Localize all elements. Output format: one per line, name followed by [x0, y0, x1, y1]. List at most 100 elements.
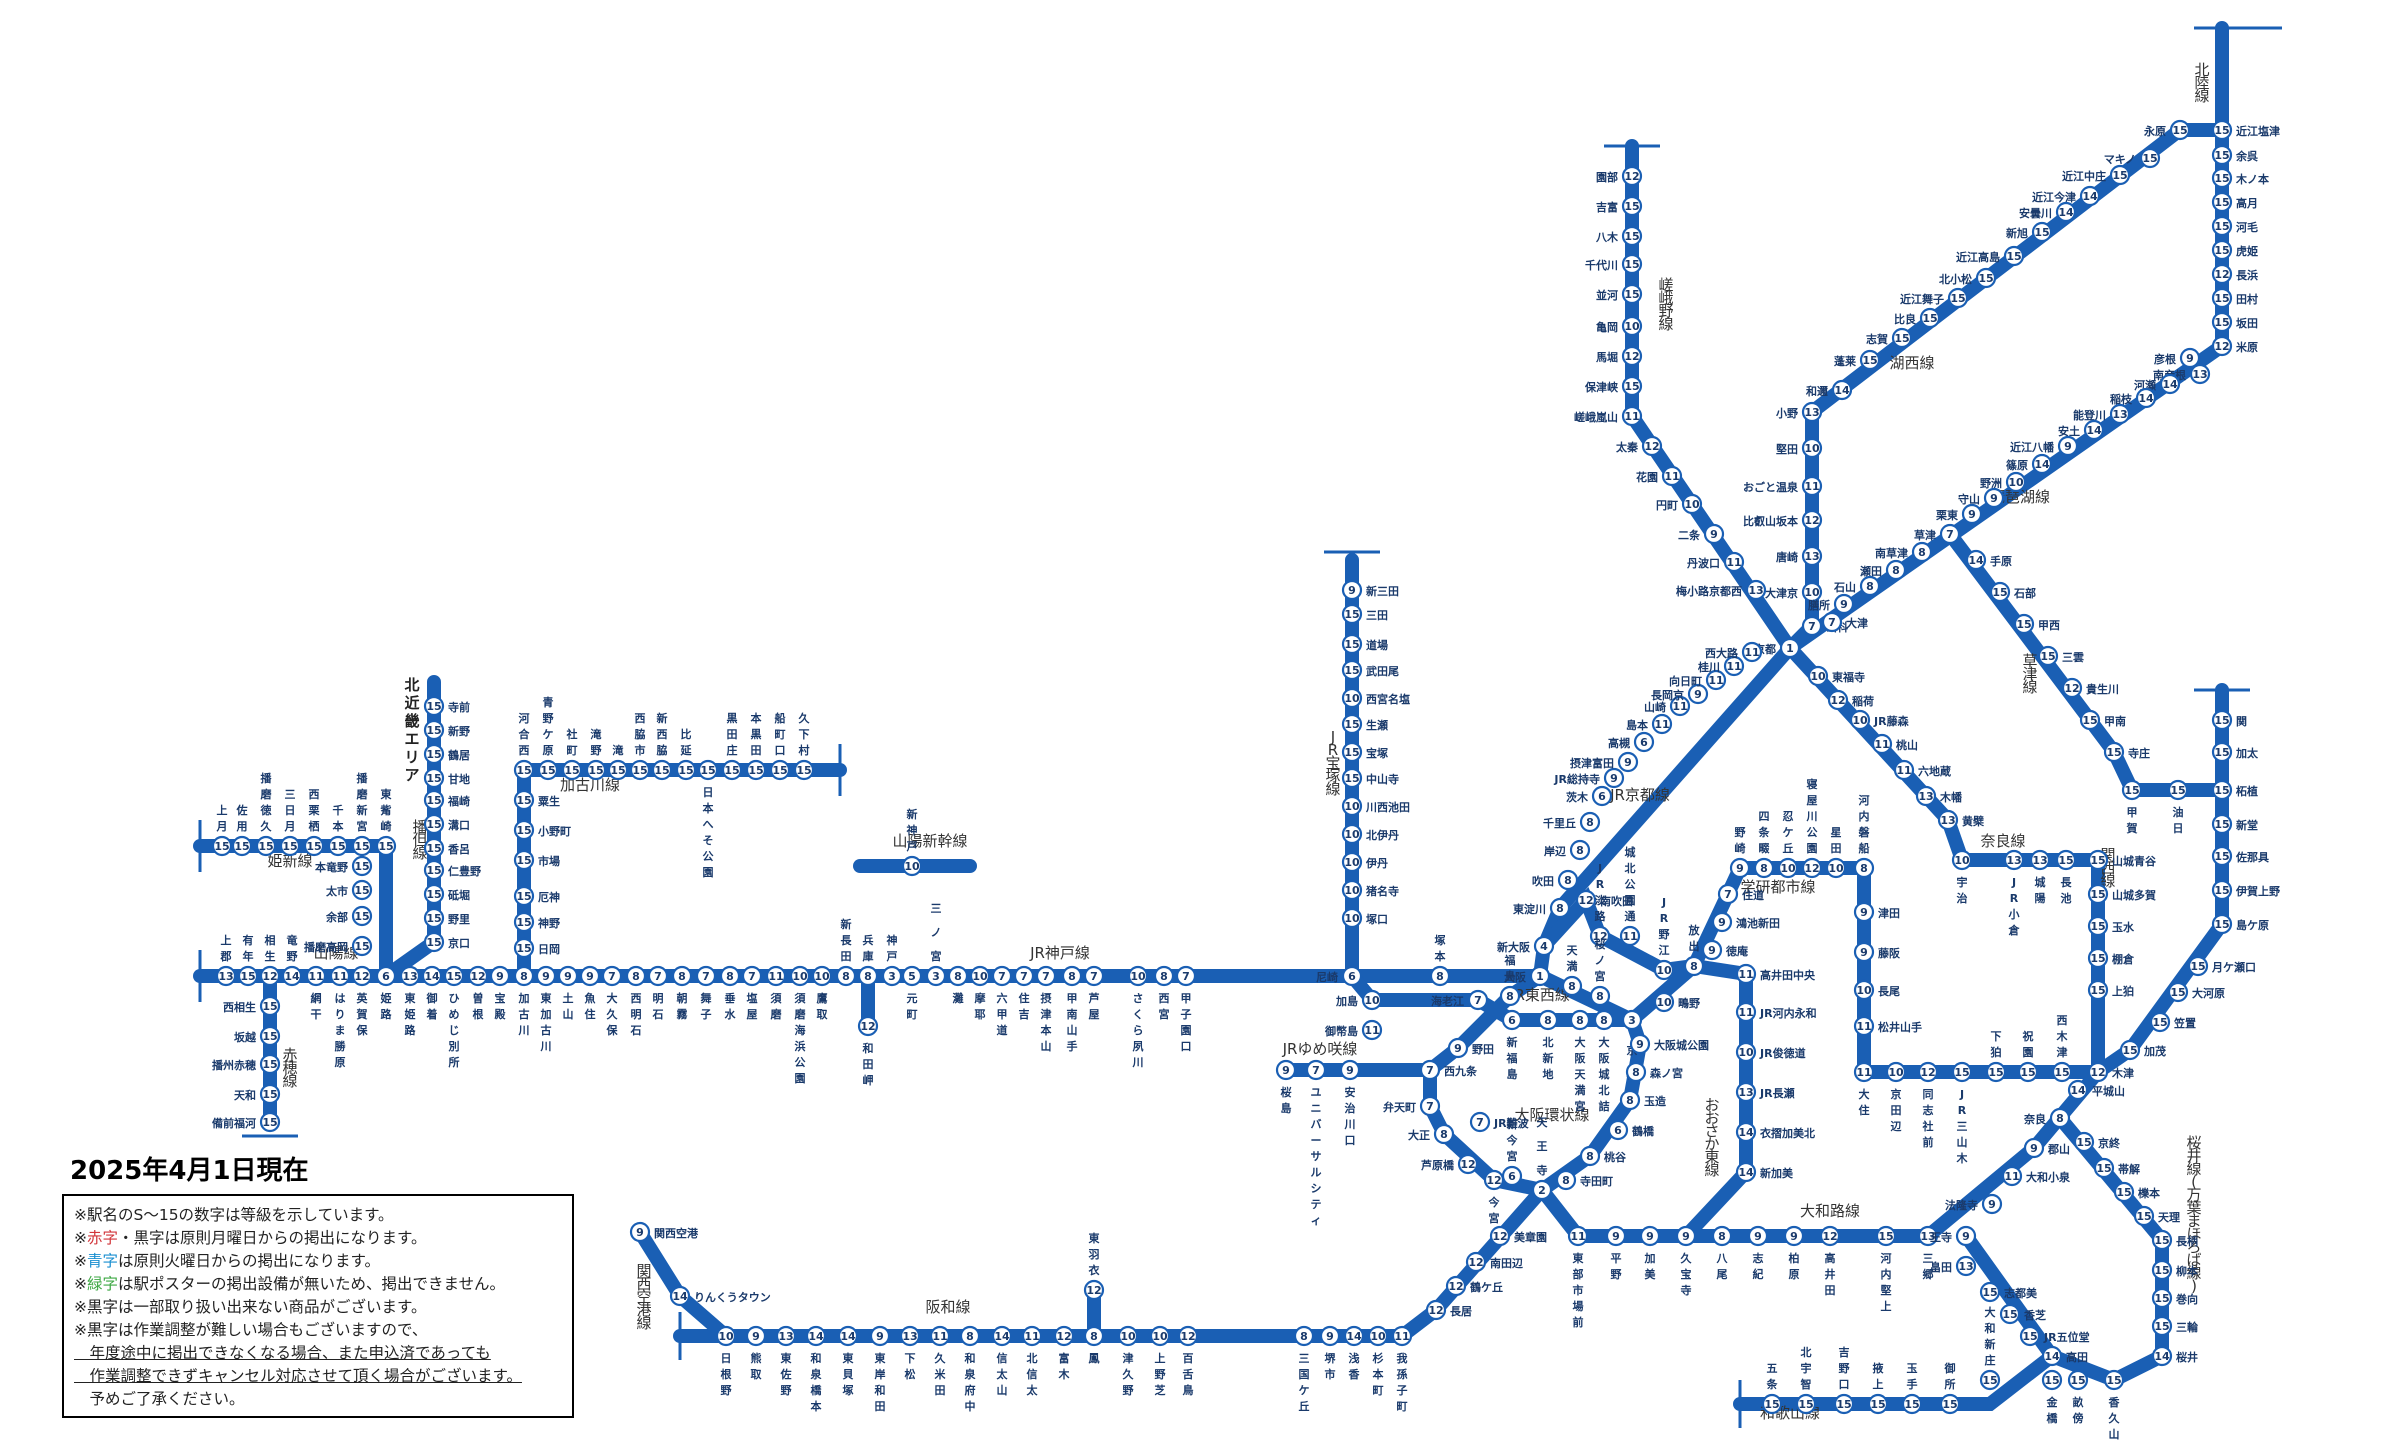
station[interactable]: 6姫路	[375, 965, 397, 1021]
station[interactable]: 9柏原	[1783, 1225, 1805, 1281]
station[interactable]: 8兵庫	[857, 933, 879, 987]
station[interactable]: 9二条	[1678, 523, 1725, 545]
station[interactable]: 9野崎	[1729, 826, 1751, 879]
station[interactable]: 8岸辺	[1544, 839, 1591, 861]
station[interactable]: 8西宮	[1153, 965, 1175, 1021]
station[interactable]: 8灘	[947, 965, 969, 1005]
station[interactable]: 8朝霧	[671, 965, 693, 1021]
station[interactable]: 9土山	[557, 965, 579, 1021]
station[interactable]: 9加美	[1639, 1225, 1661, 1281]
station[interactable]: 8吹田	[1532, 869, 1579, 891]
station[interactable]: 8放出	[1683, 923, 1705, 977]
station[interactable]: 9王寺	[1930, 1225, 1977, 1247]
station[interactable]: 7舞子	[695, 965, 717, 1021]
station[interactable]: 9栗東	[1936, 503, 1983, 525]
